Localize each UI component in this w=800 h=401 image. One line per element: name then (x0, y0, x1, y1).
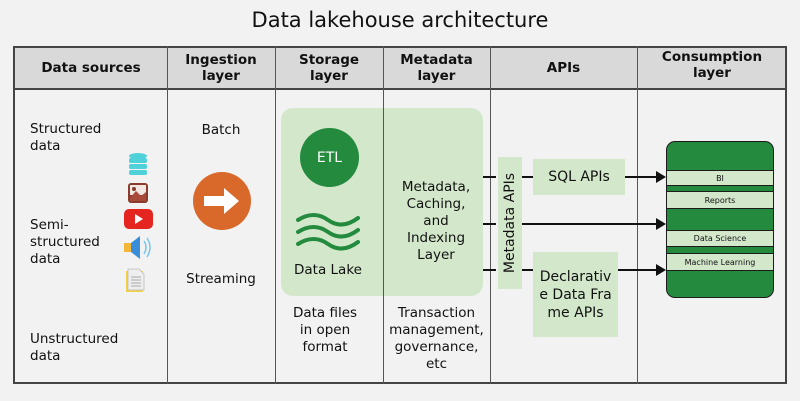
metadata-apis-box: Metadata APIs (498, 157, 522, 289)
arrow-sql-to-consumption (625, 171, 666, 183)
sql-apis-label: SQL APIs (548, 169, 610, 185)
dataframe-apis-label: Declarative Data Frame APIs (539, 268, 612, 321)
dataframe-apis-box: Declarative Data Frame APIs (533, 252, 618, 337)
metadata-caching-indexing-layer: Metadata, Caching, and Indexing Layer (401, 179, 471, 263)
column-divider (383, 108, 384, 296)
data-lake-label: Data Lake (294, 262, 362, 278)
database-icon (129, 153, 147, 175)
connector-line (483, 269, 496, 271)
arrow-metadata-to-consumption (522, 218, 666, 230)
consumption-block: BI Reports Data Science Machine Learning (666, 141, 774, 298)
data-lake-waves-icon (296, 213, 360, 251)
connector-line (522, 176, 533, 178)
sql-apis-box: SQL APIs (533, 159, 625, 195)
column-divider (490, 46, 491, 384)
header-ingestion-layer: Ingestion layer (185, 52, 257, 84)
table-header (13, 46, 787, 90)
video-play-icon (124, 209, 153, 229)
consumption-item-bi: BI (667, 170, 773, 186)
batch-label: Batch (201, 122, 241, 138)
metadata-note: Transaction management, governance, etc (389, 305, 484, 372)
streaming-label: Streaming (186, 271, 256, 287)
consumption-item-data-science: Data Science (667, 230, 773, 247)
document-icon (126, 268, 145, 292)
diagram-title: Data lakehouse architecture (251, 8, 549, 32)
etl-badge: ETL (300, 128, 359, 187)
column-divider (275, 46, 276, 384)
header-metadata-layer: Metadata layer (400, 52, 473, 84)
image-icon (128, 183, 148, 203)
consumption-item-machine-learning: Machine Learning (667, 253, 773, 271)
consumption-item-reports: Reports (667, 191, 773, 209)
column-divider (167, 46, 168, 384)
speaker-icon (124, 236, 151, 259)
api-arrows (522, 171, 666, 276)
unstructured-data-label: Unstructured data (30, 331, 119, 364)
connector-line (522, 269, 533, 271)
header-apis: APIs (546, 60, 581, 76)
semi-structured-data-label: Semi-structured data (30, 217, 100, 267)
arrow-right-icon (193, 172, 251, 230)
metadata-apis-label: Metadata APIs (502, 172, 518, 274)
source-icons (124, 153, 153, 292)
structured-data-label: Structured data (30, 121, 102, 154)
header-storage-layer: Storage layer (298, 52, 360, 84)
etl-label: ETL (316, 149, 343, 166)
connector-line (483, 223, 496, 225)
column-divider (637, 46, 638, 384)
storage-note: Data files in open format (292, 305, 358, 355)
header-data-sources: Data sources (41, 60, 141, 76)
header-consumption-layer: Consumption layer (661, 49, 763, 81)
connector-line (483, 176, 496, 178)
arrow-dataframe-to-consumption (618, 264, 666, 276)
